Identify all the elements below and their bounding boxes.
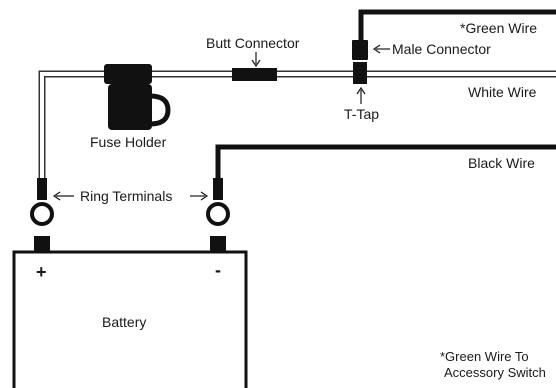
green-wire — [358, 9, 556, 42]
negative-label: - — [215, 260, 221, 280]
ring-terminal-positive — [30, 178, 54, 226]
butt-connector — [232, 68, 277, 81]
ring-terminal-left-arrow — [52, 191, 74, 201]
positive-label: + — [36, 262, 47, 282]
ring-terminals-label: Ring Terminals — [80, 188, 172, 204]
negative-post — [210, 236, 226, 251]
note-line2: Accessory Switch — [444, 365, 546, 380]
butt-connector-label: Butt Connector — [206, 35, 300, 51]
note-line1: *Green Wire To — [440, 349, 529, 364]
black-wire-label: Black Wire — [468, 155, 535, 171]
white-wire-label: White Wire — [468, 84, 537, 100]
t-tap-arrow — [356, 86, 366, 104]
t-tap-label: T-Tap — [344, 106, 379, 122]
male-connector-label: Male Connector — [392, 41, 491, 57]
t-tap — [353, 62, 367, 84]
ring-terminal-negative — [206, 178, 230, 226]
male-connector — [352, 40, 368, 60]
positive-post — [34, 236, 50, 251]
male-connector-arrow — [372, 44, 390, 54]
fuse-holder-label: Fuse Holder — [90, 134, 167, 150]
butt-connector-arrow — [251, 52, 261, 68]
battery-label: Battery — [102, 314, 146, 330]
white-wire — [38, 70, 556, 178]
black-wire — [215, 144, 556, 180]
battery-body — [12, 250, 248, 388]
fuse-holder — [104, 64, 171, 130]
green-wire-label: *Green Wire — [460, 20, 537, 36]
ring-terminal-right-arrow — [190, 191, 209, 201]
